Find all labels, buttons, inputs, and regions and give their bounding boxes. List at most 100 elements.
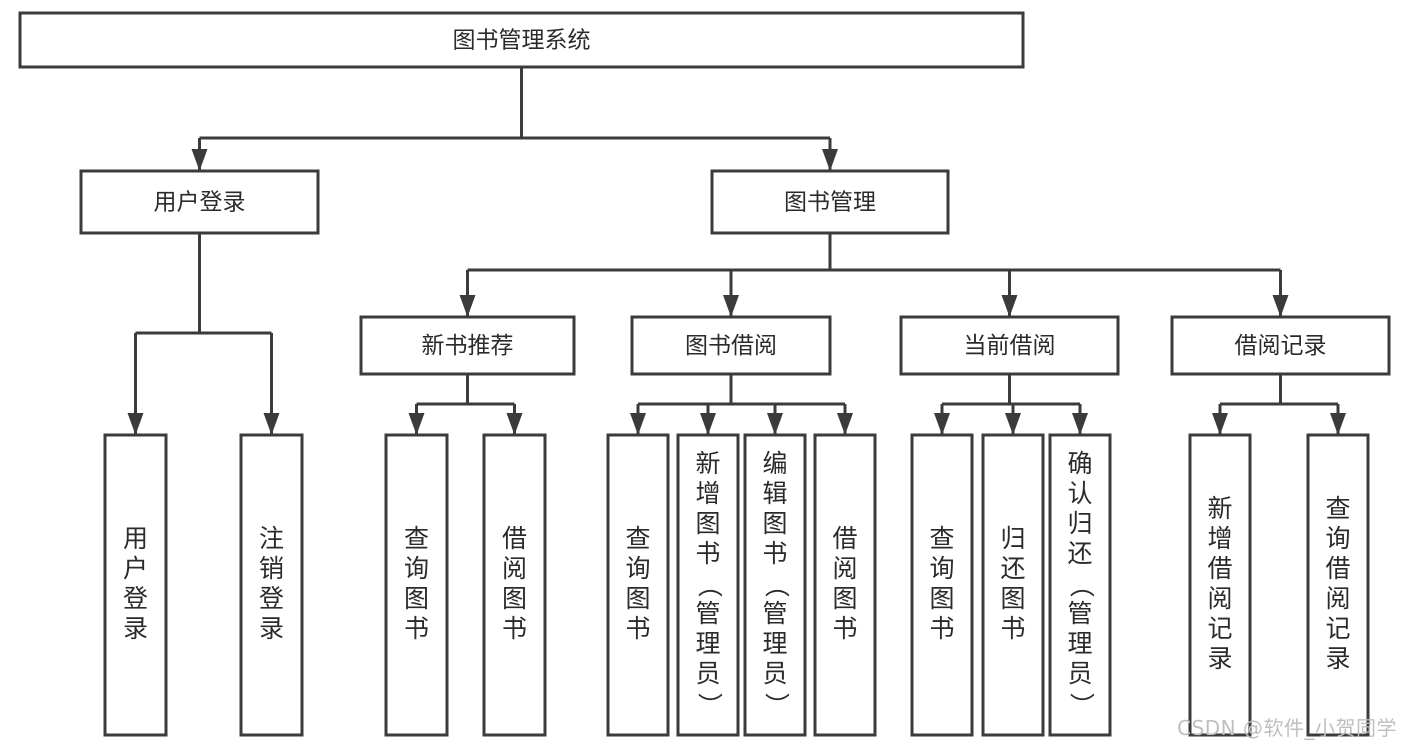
edges-layer bbox=[127, 67, 1346, 435]
node-label-char: 员 bbox=[762, 659, 787, 688]
node-label-char: 归 bbox=[1067, 509, 1092, 538]
node-label-char: 阅 bbox=[832, 554, 857, 583]
edge-arrowhead bbox=[630, 413, 646, 435]
node-label-char: 阅 bbox=[502, 554, 527, 583]
node-label-char: 图 bbox=[404, 584, 429, 613]
node-label-char: ） bbox=[695, 692, 724, 717]
node-label-char: 认 bbox=[1067, 479, 1092, 508]
node-label-char: 记 bbox=[1207, 614, 1232, 643]
edge-arrowhead bbox=[506, 413, 523, 435]
node-label-char: 查 bbox=[625, 524, 650, 553]
edge-arrowhead bbox=[837, 413, 853, 435]
node-label-char: 新 bbox=[1207, 494, 1232, 523]
node-box-leaf-query-book-2 bbox=[606, 433, 670, 737]
edge-arrowhead bbox=[263, 413, 280, 435]
node-label-current-borrow: 当前借阅 bbox=[964, 333, 1056, 359]
edge-arrowhead bbox=[1005, 413, 1021, 435]
node-label-char: 图 bbox=[625, 584, 650, 613]
nodes-layer: 图书管理系统用户登录图书管理新书推荐图书借阅当前借阅借阅记录用户登录注销登录查询… bbox=[18, 11, 1391, 737]
node-box-leaf-borrow-book-1 bbox=[482, 433, 547, 737]
node-label-user-login: 用户登录 bbox=[154, 190, 246, 216]
node-label-root: 图书管理系统 bbox=[453, 28, 591, 54]
node-label-char: 书 bbox=[1000, 614, 1025, 643]
node-label-char: 用 bbox=[123, 524, 148, 553]
node-label-char: 增 bbox=[1207, 524, 1232, 553]
node-label-char: 书 bbox=[762, 539, 787, 568]
node-label-char: 图 bbox=[929, 584, 954, 613]
edge-arrowhead bbox=[191, 149, 208, 171]
node-label-char: 查 bbox=[1325, 494, 1350, 523]
node-label-char: 增 bbox=[695, 479, 720, 508]
node-label-char: 图 bbox=[695, 509, 720, 538]
node-label-char: 书 bbox=[695, 539, 720, 568]
node-label-char: 阅 bbox=[1207, 584, 1232, 613]
node-current-borrow[interactable]: 当前借阅 bbox=[899, 315, 1120, 376]
node-label-char: 登 bbox=[123, 584, 148, 613]
node-root[interactable]: 图书管理系统 bbox=[18, 11, 1025, 69]
node-label-char: 询 bbox=[929, 554, 954, 583]
node-label-char: 录 bbox=[259, 614, 284, 643]
node-label-char: 归 bbox=[1000, 524, 1025, 553]
node-label-book-manage: 图书管理 bbox=[784, 190, 876, 216]
node-box-user-login bbox=[79, 169, 320, 235]
edge-arrowhead bbox=[723, 295, 739, 317]
node-box-leaf-add-record bbox=[1188, 433, 1252, 737]
node-box-leaf-return-book bbox=[981, 433, 1045, 737]
node-label-char: 书 bbox=[502, 614, 527, 643]
node-label-char: 询 bbox=[1325, 524, 1350, 553]
node-label-char: 阅 bbox=[1325, 584, 1350, 613]
node-label-char: （ bbox=[1067, 572, 1096, 597]
node-new-book-rec[interactable]: 新书推荐 bbox=[359, 315, 576, 376]
node-label-char: 借 bbox=[1207, 554, 1232, 583]
node-label-char: 确 bbox=[1067, 449, 1092, 478]
node-label-char: 图 bbox=[1000, 584, 1025, 613]
edge-arrowhead bbox=[408, 413, 425, 435]
node-label-char: 管 bbox=[1067, 599, 1092, 628]
node-label-char: 借 bbox=[502, 524, 527, 553]
edge-arrowhead bbox=[1272, 295, 1289, 317]
node-box-leaf-query-book-1 bbox=[384, 433, 449, 737]
node-label-char: 借 bbox=[832, 524, 857, 553]
node-borrow-record[interactable]: 借阅记录 bbox=[1170, 315, 1391, 376]
node-label-char: 户 bbox=[123, 554, 148, 583]
node-label-char: 还 bbox=[1067, 539, 1092, 568]
node-box-root bbox=[18, 11, 1025, 69]
node-label-char: （ bbox=[695, 572, 724, 597]
node-label-char: 查 bbox=[929, 524, 954, 553]
node-leaf-user-login[interactable]: 用户登录 bbox=[103, 433, 168, 737]
node-box-new-book-rec bbox=[359, 315, 576, 376]
node-label-char: 员 bbox=[1067, 659, 1092, 688]
node-label-char: 理 bbox=[1067, 629, 1092, 658]
node-label-char: 录 bbox=[1325, 644, 1350, 673]
node-book-manage[interactable]: 图书管理 bbox=[710, 169, 950, 235]
node-box-leaf-user-login bbox=[103, 433, 168, 737]
node-label-char: 图 bbox=[832, 584, 857, 613]
node-label-new-book-rec: 新书推荐 bbox=[422, 333, 514, 359]
edge-arrowhead bbox=[934, 413, 950, 435]
node-book-borrow[interactable]: 图书借阅 bbox=[630, 315, 832, 376]
node-box-leaf-confirm-return bbox=[1048, 433, 1112, 737]
edge-arrowhead bbox=[1072, 413, 1088, 435]
node-label-char: 辑 bbox=[762, 479, 787, 508]
node-label-char: 询 bbox=[625, 554, 650, 583]
node-label-char: 员 bbox=[695, 659, 720, 688]
node-box-leaf-borrow-book-2 bbox=[813, 433, 877, 737]
node-user-login[interactable]: 用户登录 bbox=[79, 169, 320, 235]
node-label-char: 销 bbox=[259, 554, 284, 583]
node-label-char: 登 bbox=[259, 584, 284, 613]
node-label-char: 理 bbox=[695, 629, 720, 658]
node-label-book-borrow: 图书借阅 bbox=[685, 333, 777, 359]
node-label-char: 书 bbox=[832, 614, 857, 643]
